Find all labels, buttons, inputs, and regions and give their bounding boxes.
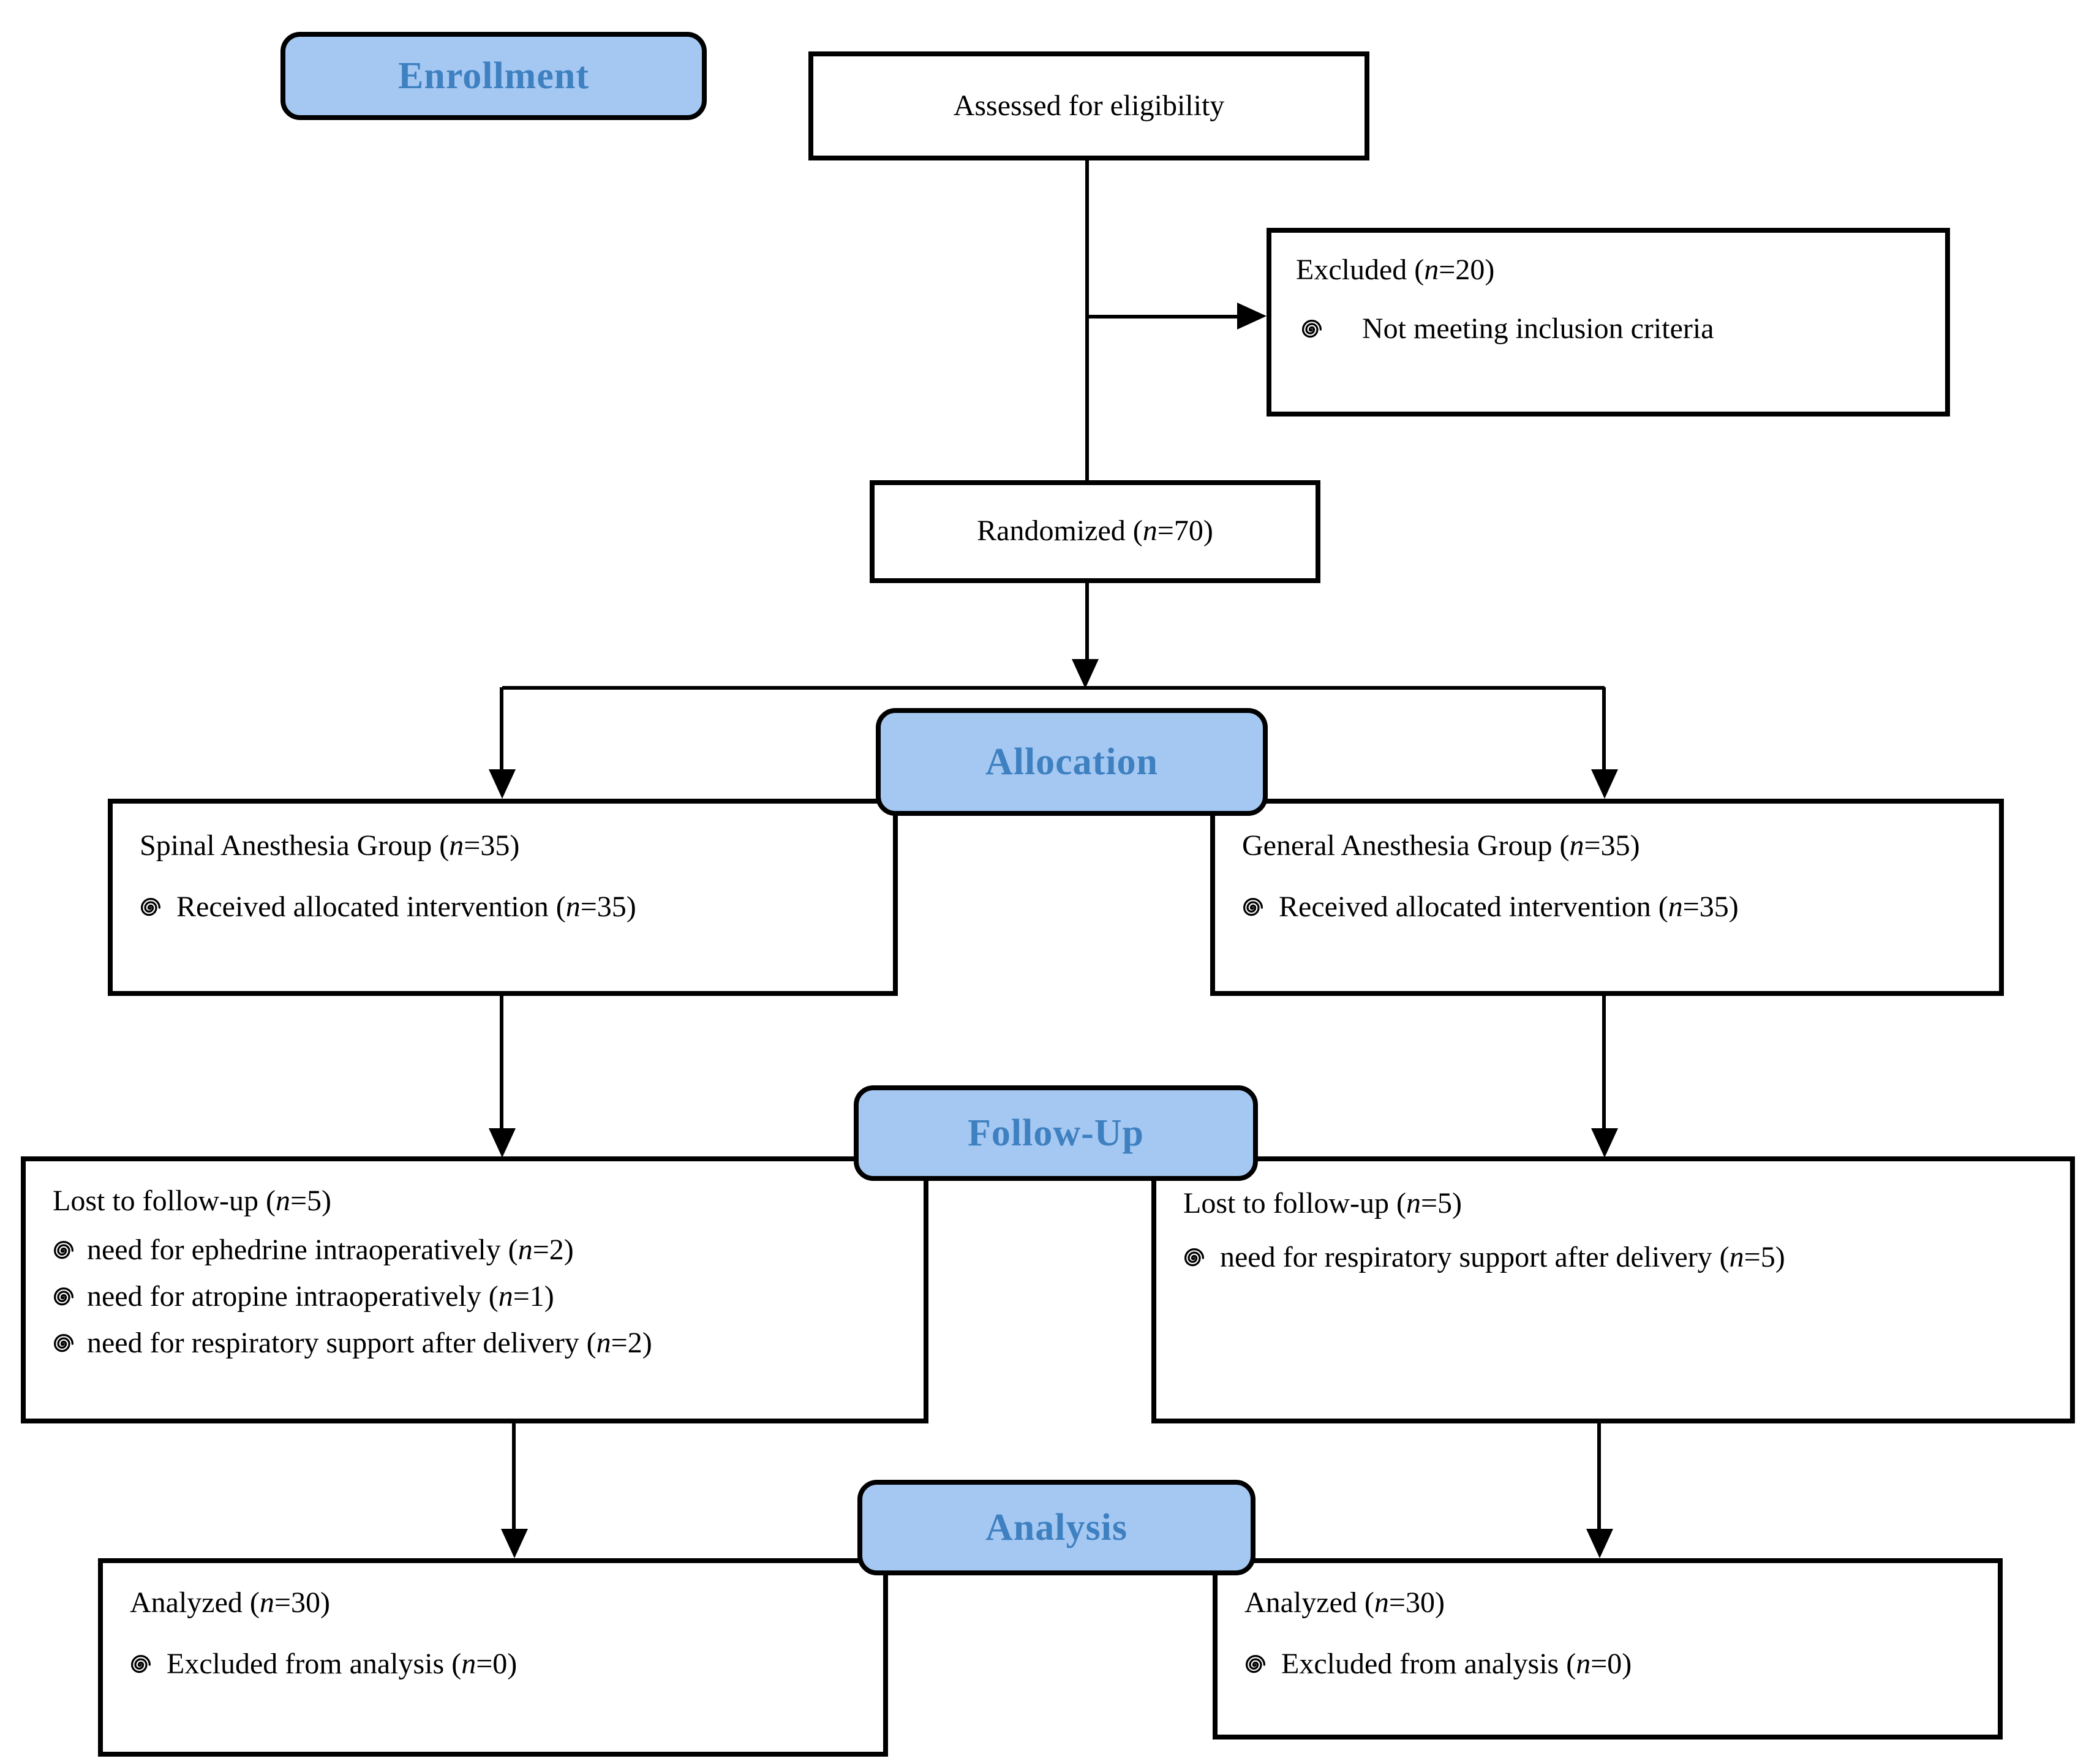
enrollment-stage-badge: Enrollment [280,32,707,120]
arrowhead-right-icon [1237,303,1267,330]
spinal-followup-item: need for atropine intraoperatively (n=1) [53,1274,919,1321]
arrowhead-down-icon [489,769,516,799]
connector-randomized-to-branch [1085,583,1089,662]
spiral-bullet-icon [1301,318,1323,341]
arrowhead-down-icon [501,1529,528,1558]
spiral-bullet-icon [53,1240,75,1262]
connector-spinal-to-followup [500,996,503,1128]
spinal-lost-to-followup-box: Lost to follow-up (n=5) need for ephedri… [21,1156,928,1423]
analysis-stage-badge: Analysis [857,1480,1255,1575]
connector-branch-to-spinal [500,687,503,769]
followup-stage-badge: Follow-Up [854,1085,1258,1181]
spiral-bullet-icon [130,1654,152,1676]
spiral-bullet-icon [1242,897,1264,919]
excluded-title: Excluded (n=20) [1296,255,1495,287]
spinal-followup-item-text: need for respiratory support after deliv… [87,1328,652,1360]
general-followup-item-text: need for respiratory support after deliv… [1220,1242,1785,1274]
spinal-group-item: Received allocated intervention (n=35) [140,889,883,926]
spiral-bullet-icon [53,1286,75,1308]
allocation-stage-label: Allocation [985,740,1159,783]
randomized-title: Randomized (n=70) [977,516,1213,548]
spinal-followup-item-text: need for ephedrine intraoperatively (n=2… [87,1235,574,1267]
allocation-branch-line [502,686,1605,690]
allocation-stage-badge: Allocation [876,708,1268,816]
connector-general-to-followup [1602,996,1606,1128]
assessed-for-eligibility-box: Assessed for eligibility [808,51,1369,160]
spinal-group-item-text: Received allocated intervention (n=35) [176,892,636,924]
spinal-anesthesia-group-box: Spinal Anesthesia Group (n=35) Received … [108,799,898,996]
general-analysis-title: Analyzed (n=30) [1244,1588,1445,1619]
general-analysis-item: Excluded from analysis (n=0) [1244,1646,1988,1683]
general-group-title: General Anesthesia Group (n=35) [1242,831,1640,862]
connector-spinal-followup-to-analysis [512,1423,516,1529]
general-anesthesia-group-box: General Anesthesia Group (n=35) Received… [1210,799,2004,996]
spinal-followup-item: need for ephedrine intraoperatively (n=2… [53,1227,919,1274]
spinal-followup-item: need for respiratory support after deliv… [53,1321,919,1367]
arrowhead-down-icon [489,1128,516,1158]
arrowhead-down-icon [1586,1529,1613,1558]
excluded-box: Excluded (n=20) Not meeting inclusion cr… [1267,228,1950,417]
arrowhead-down-icon [1072,659,1099,688]
general-followup-title: Lost to follow-up (n=5) [1183,1188,1463,1220]
spinal-followup-title: Lost to follow-up (n=5) [53,1186,332,1218]
general-analyzed-box: Analyzed (n=30) Excluded from analysis (… [1213,1558,2003,1740]
arrowhead-down-icon [1591,1128,1618,1158]
spinal-group-title: Spinal Anesthesia Group (n=35) [140,831,520,862]
excluded-item: Not meeting inclusion criteria [1301,311,1935,348]
spinal-analyzed-box: Analyzed (n=30) Excluded from analysis (… [98,1558,888,1757]
spinal-followup-item-text: need for atropine intraoperatively (n=1) [87,1281,554,1313]
spiral-bullet-icon [1183,1247,1205,1269]
spiral-bullet-icon [1244,1654,1267,1676]
excluded-item-text: Not meeting inclusion criteria [1362,314,1714,345]
general-group-item-text: Received allocated intervention (n=35) [1279,892,1739,924]
general-followup-item: need for respiratory support after deliv… [1183,1240,2065,1276]
followup-stage-label: Follow-Up [968,1111,1144,1154]
spinal-analysis-item: Excluded from analysis (n=0) [130,1646,873,1683]
randomized-box: Randomized (n=70) [870,480,1320,583]
assessed-title: Assessed for eligibility [953,90,1225,122]
connector-to-excluded [1088,315,1237,318]
arrowhead-down-icon [1591,769,1618,799]
general-lost-to-followup-box: Lost to follow-up (n=5) need for respira… [1151,1156,2075,1423]
general-group-item: Received allocated intervention (n=35) [1242,889,1989,926]
spinal-analysis-title: Analyzed (n=30) [130,1588,330,1619]
connector-branch-to-general [1602,687,1606,769]
connector-general-followup-to-analysis [1597,1423,1601,1529]
spinal-analysis-item-text: Excluded from analysis (n=0) [167,1649,518,1681]
general-analysis-item-text: Excluded from analysis (n=0) [1281,1649,1632,1681]
connector-assessed-to-randomized [1085,160,1089,480]
spiral-bullet-icon [53,1333,75,1355]
spiral-bullet-icon [140,897,162,919]
analysis-stage-label: Analysis [985,1506,1127,1548]
enrollment-stage-label: Enrollment [398,54,589,97]
